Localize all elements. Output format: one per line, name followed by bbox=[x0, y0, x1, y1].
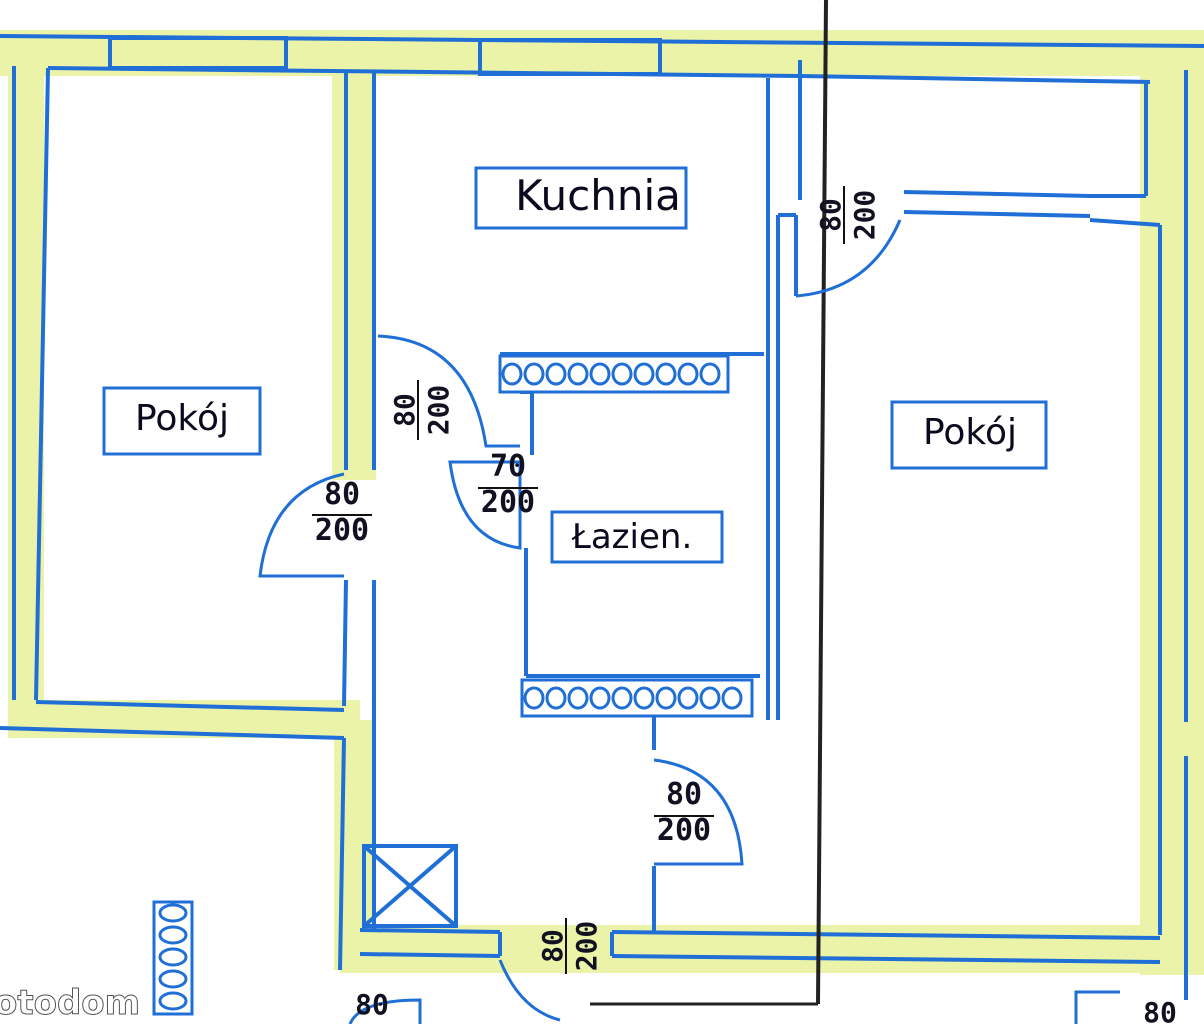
door-dim-entrance: 80200 bbox=[536, 921, 603, 972]
tile-mark bbox=[699, 686, 721, 710]
room-label-pokoj-left: Pokój bbox=[102, 386, 262, 456]
tile-mark bbox=[699, 362, 721, 386]
room-label-kuchnia: Kuchnia bbox=[474, 166, 688, 230]
tile-mark bbox=[721, 686, 743, 710]
tile-mark bbox=[611, 686, 633, 710]
door-dim-text: 80200 bbox=[536, 921, 603, 972]
door-dim-bottom-right: 80 bbox=[1143, 996, 1177, 1024]
tile-mark bbox=[611, 362, 633, 386]
door-dim-text: 80200 bbox=[388, 385, 455, 436]
tile-mark bbox=[523, 362, 545, 386]
ventilation-shaft bbox=[362, 844, 458, 928]
door-swings bbox=[258, 219, 1120, 1024]
room-label-pokoj-right: Pokój bbox=[890, 400, 1048, 470]
tile-mark bbox=[567, 362, 589, 386]
tile-mark bbox=[158, 947, 188, 967]
room-name-pokoj-right: Pokój bbox=[923, 412, 1017, 453]
tile-mark bbox=[677, 362, 699, 386]
room-label-lazienka: Łazien. bbox=[550, 510, 724, 564]
door-dim-text: 80200 bbox=[814, 190, 881, 241]
tile-mark bbox=[501, 362, 523, 386]
tile-mark bbox=[158, 969, 188, 989]
tile-strips bbox=[152, 354, 754, 1016]
tile-mark bbox=[158, 991, 188, 1011]
tile-mark bbox=[633, 686, 655, 710]
tile-mark bbox=[677, 686, 699, 710]
tile-mark bbox=[655, 686, 677, 710]
watermark-logo: otodom bbox=[0, 983, 140, 1023]
tile-mark bbox=[158, 925, 188, 945]
tile-mark bbox=[655, 362, 677, 386]
tile-mark bbox=[633, 362, 655, 386]
door-dim-text: 80 bbox=[355, 988, 389, 1021]
door-dim-kitchen-top: 80200 bbox=[814, 190, 881, 241]
tile-mark bbox=[589, 686, 611, 710]
tile-mark bbox=[545, 686, 567, 710]
room-name-lazienka: Łazien. bbox=[571, 517, 693, 557]
wall-highlights bbox=[0, 30, 1204, 975]
tile-mark bbox=[523, 686, 545, 710]
door-dim-text: 80 bbox=[1143, 996, 1177, 1024]
tile-mark bbox=[589, 362, 611, 386]
door-dim-kitchen-hall: 80200 bbox=[388, 385, 455, 436]
room-name-pokoj-left: Pokój bbox=[135, 398, 229, 439]
room-name-kuchnia: Kuchnia bbox=[515, 171, 681, 220]
tile-mark bbox=[158, 903, 188, 923]
tile-mark bbox=[567, 686, 589, 710]
tile-mark bbox=[545, 362, 567, 386]
door-dim-bottom-left: 80 bbox=[355, 988, 389, 1021]
